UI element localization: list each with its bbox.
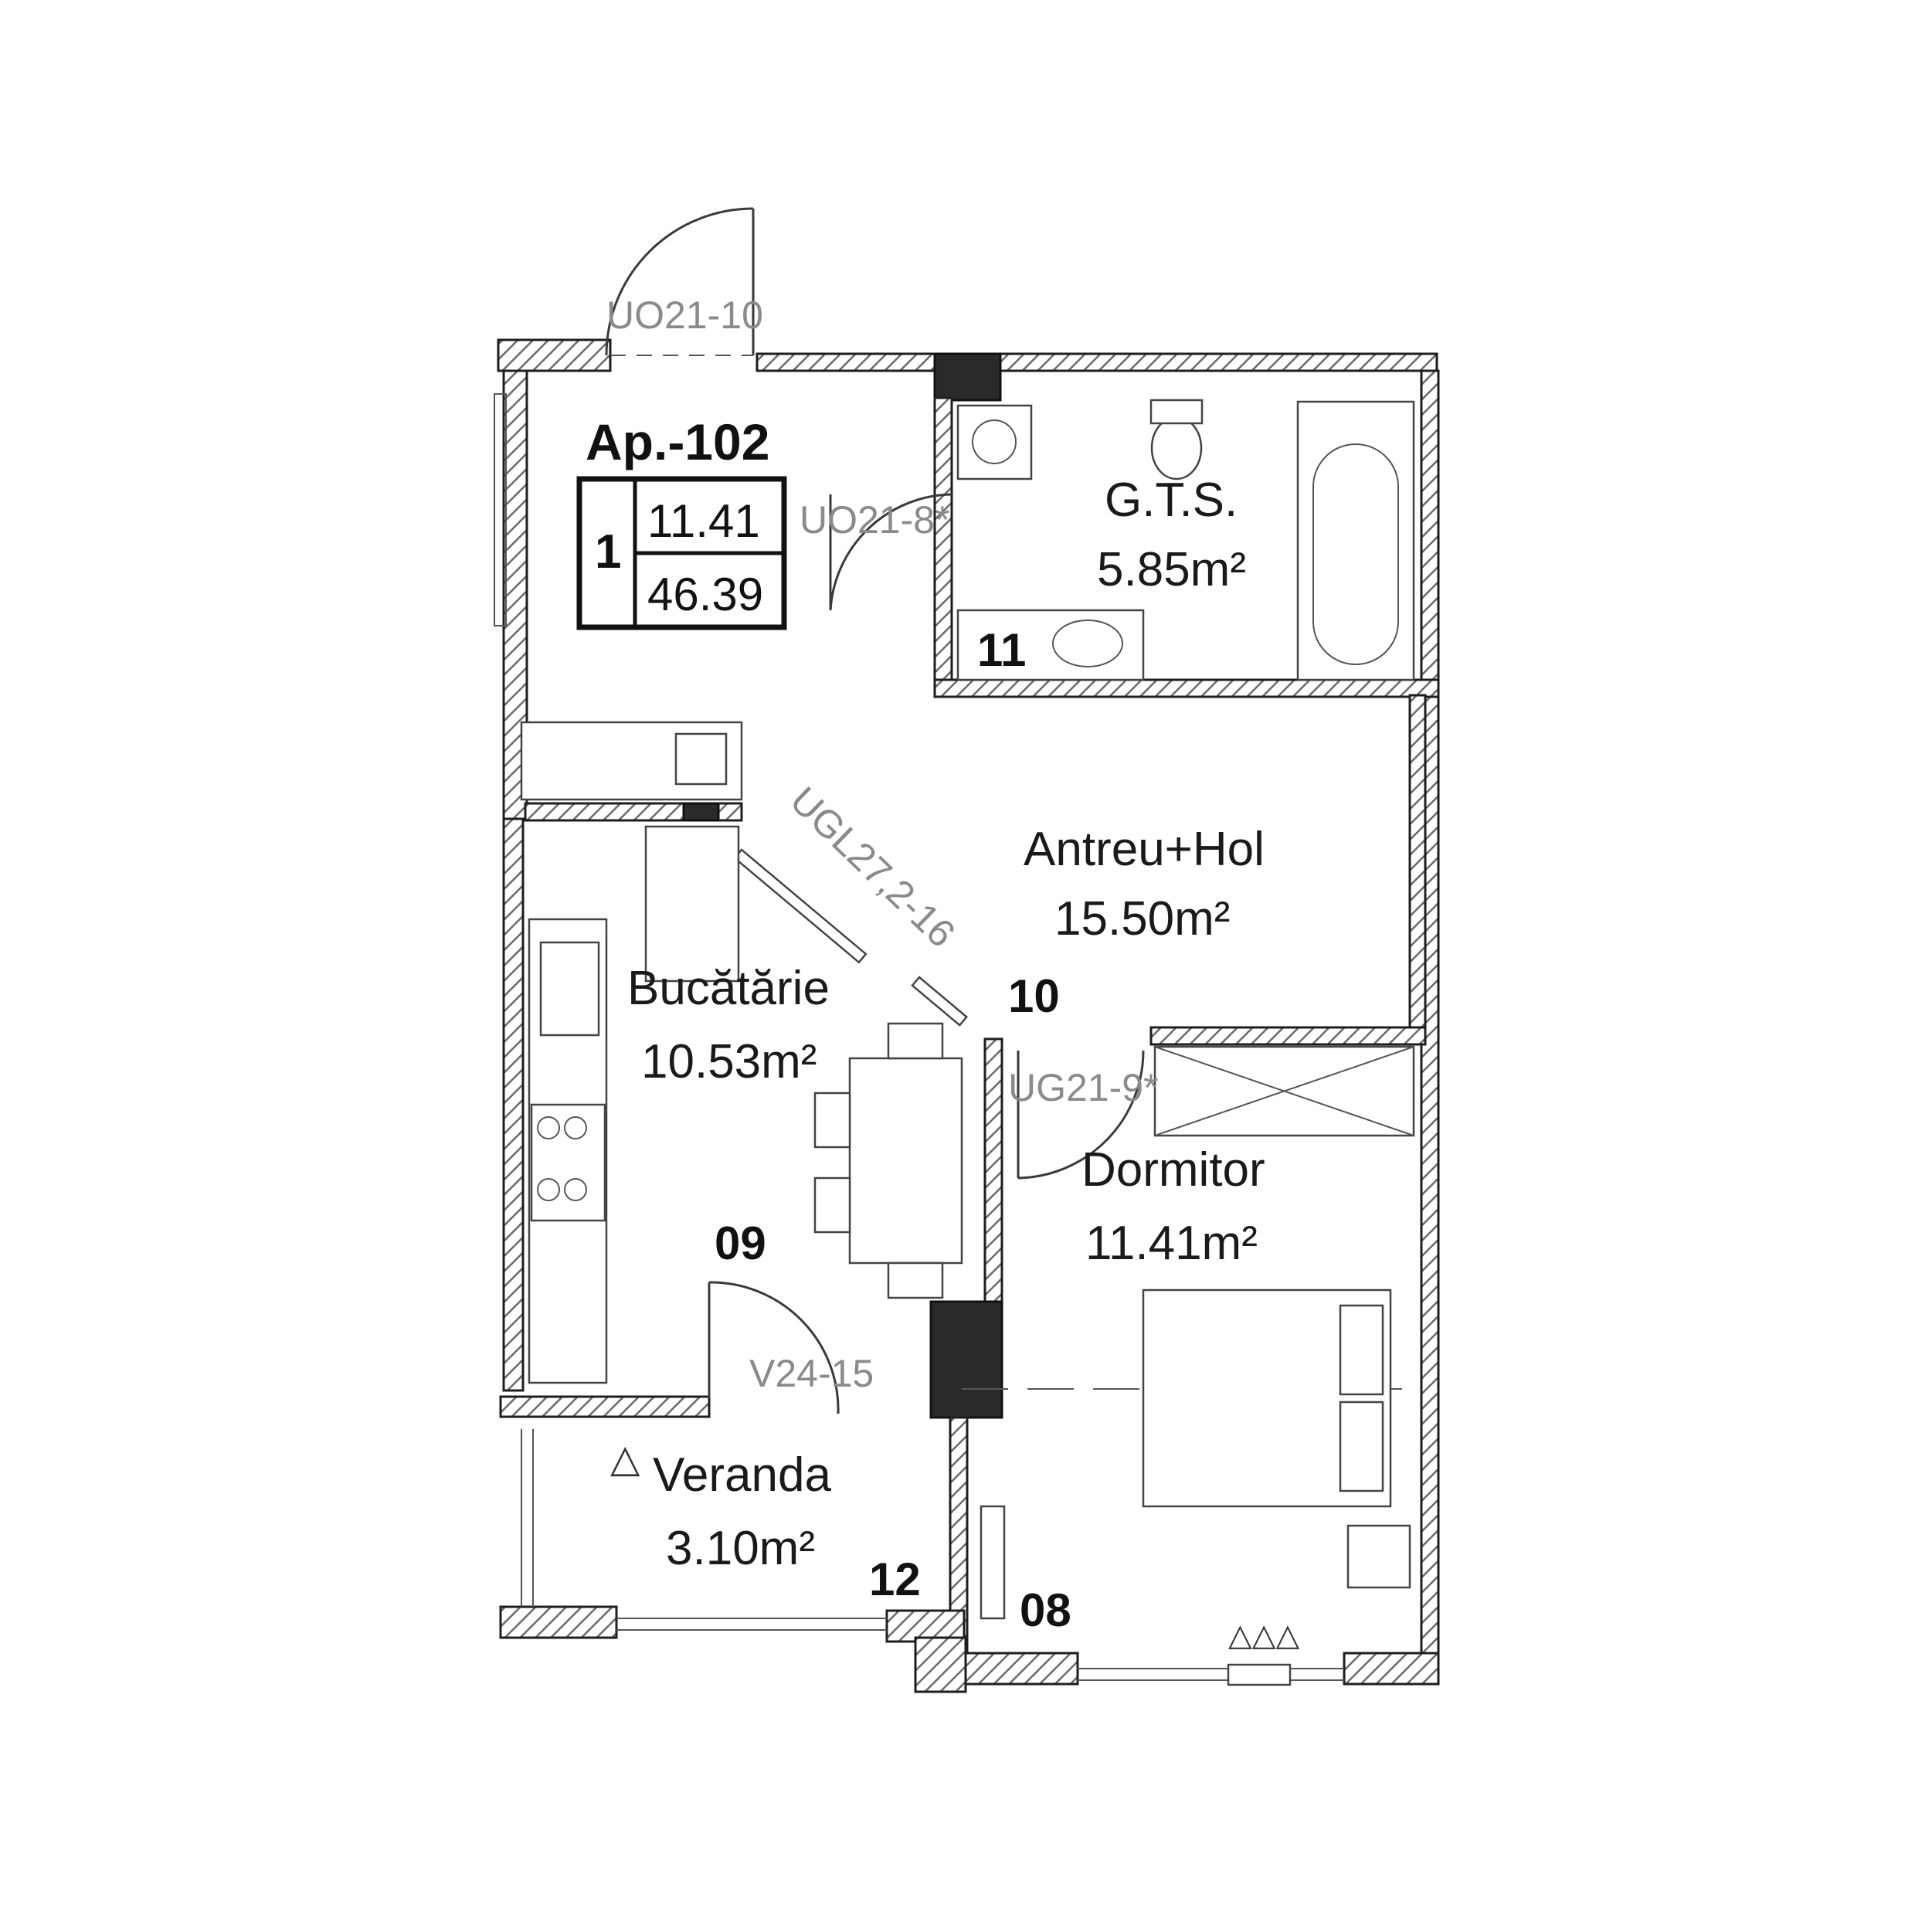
sink-counter	[956, 609, 1145, 681]
room-name-veranda: Veranda	[653, 1448, 832, 1502]
wall-top-left	[497, 338, 612, 372]
room-area-hall: 15.50m²	[1054, 892, 1230, 946]
wall-veranda-bottom-left	[499, 1605, 618, 1639]
stove	[530, 1103, 606, 1222]
door-code-kitchen-glass: UGL27,2-16	[782, 779, 963, 956]
room-name-bedroom: Dormitor	[1081, 1143, 1265, 1197]
symbols: △△△ △	[610, 1437, 1300, 1652]
door-code-veranda: V24-15	[749, 1352, 874, 1395]
apartment-rooms-count: 1	[595, 525, 621, 579]
room-name-gts: G.T.S.	[1105, 474, 1238, 527]
door-code-bedroom: UG21-9*	[1008, 1066, 1159, 1109]
window-handle	[1227, 1663, 1292, 1686]
dining-table	[848, 1057, 963, 1265]
bedroom-triangles: △△△	[1228, 1618, 1300, 1652]
kitchen-sink	[539, 941, 600, 1037]
apartment-title: Ap.-102	[586, 413, 769, 470]
room-number-hall: 10	[1008, 970, 1060, 1022]
chair-1	[813, 1092, 851, 1149]
room-area-bedroom: 11.41m²	[1085, 1217, 1258, 1270]
wall-veranda-bottom-right	[885, 1609, 966, 1643]
window-left-upper	[494, 393, 507, 626]
column-center	[929, 1300, 1003, 1419]
room-labels: G.T.S. 5.85m² 11 Antreu+Hol 15.50m² 10 B…	[627, 474, 1265, 1636]
wall-bath-bottom	[933, 678, 1440, 698]
walls	[497, 338, 1440, 1693]
wall-kitchen-right	[983, 1037, 1003, 1303]
wall-bedroom-bottom-right	[1343, 1652, 1440, 1686]
apartment-living-area: 11.41	[647, 495, 760, 547]
chair-2	[813, 1177, 851, 1234]
wall-left-lower	[502, 817, 525, 1392]
room-number-bedroom: 08	[1020, 1584, 1071, 1636]
wall-bedroom-top	[1149, 1026, 1427, 1046]
wall-kitchen-top-stub	[682, 802, 720, 822]
glass-door-panel-2	[911, 976, 969, 1027]
veranda-marker: △	[610, 1437, 640, 1480]
room-area-gts: 5.85m²	[1097, 543, 1246, 596]
room-number-kitchen: 09	[715, 1217, 766, 1269]
bathtub	[1296, 400, 1415, 681]
fixtures	[520, 399, 1415, 1620]
wall-bottom-notch	[914, 1636, 967, 1693]
room-area-kitchen: 10.53m²	[641, 1035, 817, 1088]
wall-hall-right	[1408, 694, 1427, 1037]
radiator	[980, 1505, 1006, 1620]
wall-top-right	[755, 352, 1438, 372]
chair-4	[887, 1261, 944, 1299]
windows	[494, 393, 1344, 1686]
nightstand	[1346, 1524, 1411, 1589]
chair-3	[887, 1022, 944, 1060]
wall-kitchen-bottom	[499, 1395, 711, 1418]
door-code-bathroom: UO21-8*	[800, 498, 950, 542]
room-name-hall: Antreu+Hol	[1024, 823, 1265, 876]
toilet	[1150, 416, 1203, 480]
toilet-tank	[1149, 399, 1204, 425]
apartment-info: Ap.-102 1 11.41 46.39	[576, 413, 787, 630]
wall-top-column	[933, 352, 1002, 402]
room-name-kitchen: Bucătărie	[627, 962, 830, 1015]
pillow-2	[1339, 1401, 1384, 1492]
room-number-gts: 11	[977, 624, 1026, 676]
washing-machine	[956, 404, 1033, 480]
fridge	[644, 825, 740, 983]
room-area-veranda: 3.10m²	[666, 1522, 815, 1575]
meter-box	[674, 732, 728, 786]
room-number-veranda: 12	[869, 1553, 921, 1605]
pillow-1	[1339, 1304, 1384, 1396]
wall-bedroom-bottom-left	[964, 1652, 1079, 1686]
apartment-total-area: 46.39	[647, 569, 763, 620]
door-code-entrance: UO21-10	[606, 294, 763, 337]
